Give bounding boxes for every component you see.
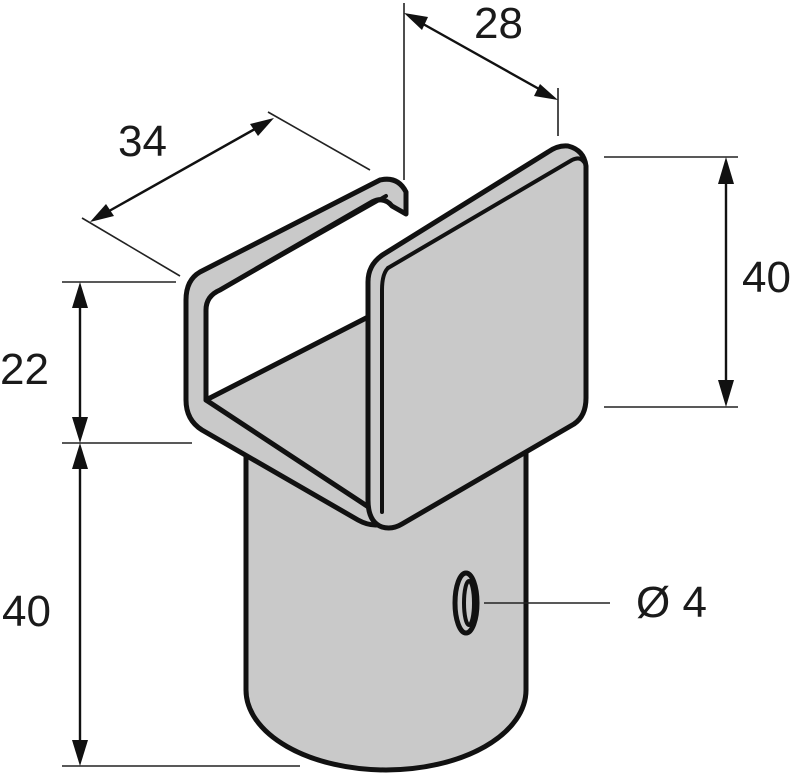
dimension-lines (72, 13, 734, 766)
dimension-labels: 28 34 40 22 40 Ø 4 (0, 0, 791, 636)
extension-lines (62, 3, 738, 767)
u-bracket (183, 143, 589, 531)
dim-label-bracket-height: 40 (742, 253, 791, 302)
dim-label-slot-depth: 22 (0, 345, 49, 394)
dim-label-width: 28 (474, 0, 523, 48)
tube (243, 437, 529, 773)
dim-label-tube-length: 40 (2, 587, 51, 636)
dim-label-hole-diameter: Ø 4 (636, 578, 707, 627)
dim-label-depth: 34 (118, 117, 167, 166)
